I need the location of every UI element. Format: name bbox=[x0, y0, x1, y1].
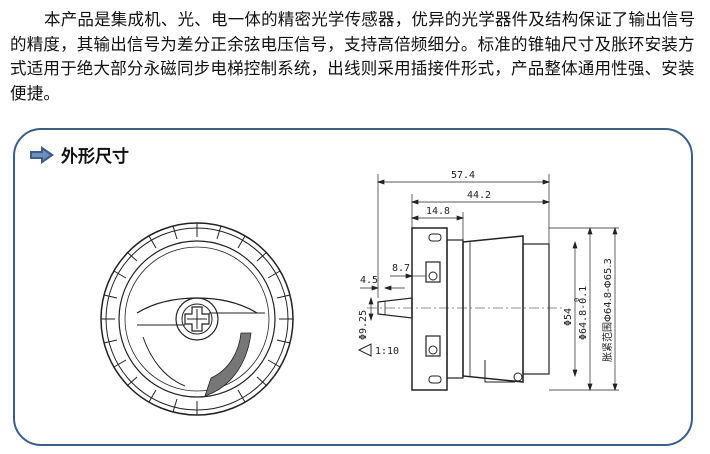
dimension-lines bbox=[360, 174, 619, 392]
section-header: 外形尺寸 bbox=[29, 142, 129, 167]
intro-paragraph-text: 本产品是集成机、光、电一体的精密光学传感器，优异的光学器件及结构保证了输出信号的… bbox=[10, 10, 696, 103]
encoder-drawing: 57.4 44.2 14.8 8.7 4.5 Φ9.25 1:10 Φ54 Φ6… bbox=[100, 170, 619, 416]
dim-body-length: 44.2 bbox=[467, 190, 491, 201]
dim-expansion-range: 胀紧范围Φ64.8-Φ65.3 bbox=[601, 258, 614, 362]
intro-text-block: 本产品是集成机、光、电一体的精密光学传感器，优异的光学器件及结构保证了输出信号的… bbox=[10, 8, 700, 106]
side-view bbox=[357, 227, 563, 391]
dim-flange-length: 14.8 bbox=[426, 206, 450, 217]
front-view bbox=[100, 222, 294, 416]
dim-shaft-diameter: Φ9.25 bbox=[358, 310, 369, 340]
dimensions-panel: 外形尺寸 bbox=[13, 128, 693, 446]
intro-paragraph: 本产品是集成机、光、电一体的精密光学传感器，优异的光学器件及结构保证了输出信号的… bbox=[10, 8, 700, 106]
section-title: 外形尺寸 bbox=[61, 147, 129, 167]
dim-connector-offset: 8.7 bbox=[392, 263, 410, 274]
dim-shaft-step: 4.5 bbox=[360, 275, 378, 286]
dim-outer-diameter-tolerance: 0 bbox=[573, 298, 581, 302]
dim-taper: 1:10 bbox=[375, 346, 399, 357]
right-arrow-icon bbox=[30, 145, 54, 164]
dim-overall-length: 57.4 bbox=[451, 170, 475, 181]
dim-housing-diameter: Φ54 bbox=[563, 308, 574, 326]
dim-outer-diameter: Φ64.8-0.1 bbox=[578, 286, 589, 340]
